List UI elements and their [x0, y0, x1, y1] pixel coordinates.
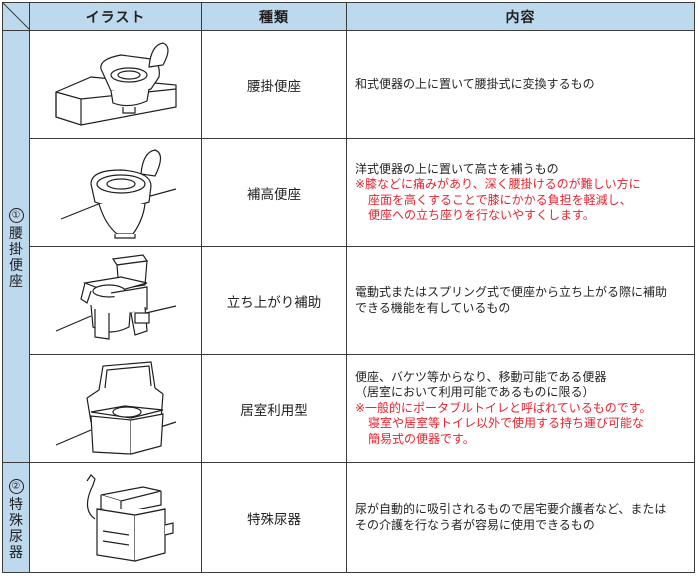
header-row: イラスト 種類 内容 [2, 2, 695, 31]
category-label: ② 特 殊 尿 器 [8, 479, 24, 561]
kind-cell: 立ち上がり補助 [201, 246, 347, 355]
standing-assist-toilet-icon [55, 253, 176, 340]
header-illust: イラスト [29, 2, 202, 31]
category-number: ② [8, 479, 24, 494]
note-text: ※膝などに痛みがあり、深く腰掛けるのが難しい方に 座面を高くすることで膝にかかる… [355, 177, 641, 222]
table-row: ① 腰 掛 便 座 腰掛便座 和式便器の上に置いて腰掛 [2, 30, 695, 463]
category-label: ① 腰 掛 便 座 [8, 208, 24, 290]
portable-toilet-chair-icon [55, 360, 176, 455]
header-kind: 種類 [201, 2, 347, 31]
raised-toilet-seat-icon [60, 148, 176, 239]
description-cell: 電動式またはスプリング式で便座から立ち上がる際に補助 できる機能を有しているもの [346, 246, 695, 355]
table-row: 居室利用型 便座、バケツ等からなり、移動可能である便器 （居室において利用可能で… [3, 354, 695, 463]
description-cell: 便座、バケツ等からなり、移動可能である便器 （居室において利用可能であるものに限… [346, 354, 695, 463]
kind-cell: 居室利用型 [201, 354, 347, 463]
diagonal-line-icon [3, 3, 30, 30]
illustration-cell [29, 462, 202, 573]
illustration-cell [29, 246, 202, 355]
kind-cell: 腰掛便座 [201, 30, 347, 139]
table-row: ② 特 殊 尿 器 特殊尿器 尿が自動的に吸引されるも [2, 462, 695, 573]
illustration-cell [29, 354, 202, 463]
special-urinal-device-icon [86, 473, 174, 562]
note-text: ※一般的にポータブルトイレと呼ばれているものです。 寝室や居室等トイレ以外で使用… [355, 400, 652, 446]
japanese-toilet-seat-converter-icon [54, 42, 177, 126]
illustration-cell [29, 30, 202, 139]
illustration-cell [29, 138, 202, 247]
description-cell: 和式便器の上に置いて腰掛式に変換するもの [346, 30, 695, 139]
header-corner-cell [2, 2, 30, 31]
table-row: 立ち上がり補助 電動式またはスプリング式で便座から立ち上がる際に補助 できる機能… [3, 246, 695, 355]
welfare-equipment-table: イラスト 種類 内容 ① 腰 掛 便 座 [2, 2, 695, 573]
description-cell: 洋式便器の上に置いて高さを補うもの ※膝などに痛みがあり、深く腰掛けるのが難しい… [346, 138, 695, 247]
category-cell-special-urinal: ② 特 殊 尿 器 [2, 462, 30, 573]
description-cell: 尿が自動的に吸引されるもので居宅要介護者など、または その介護を行なう者が容易に… [346, 462, 695, 573]
category-number: ① [8, 208, 24, 223]
header-content: 内容 [346, 2, 695, 31]
table-row: 補高便座 洋式便器の上に置いて高さを補うもの ※膝などに痛みがあり、深く腰掛ける… [3, 138, 695, 247]
kind-cell: 特殊尿器 [201, 462, 347, 573]
kind-cell: 補高便座 [201, 138, 347, 247]
category-cell-toilet-seat: ① 腰 掛 便 座 [2, 30, 30, 463]
